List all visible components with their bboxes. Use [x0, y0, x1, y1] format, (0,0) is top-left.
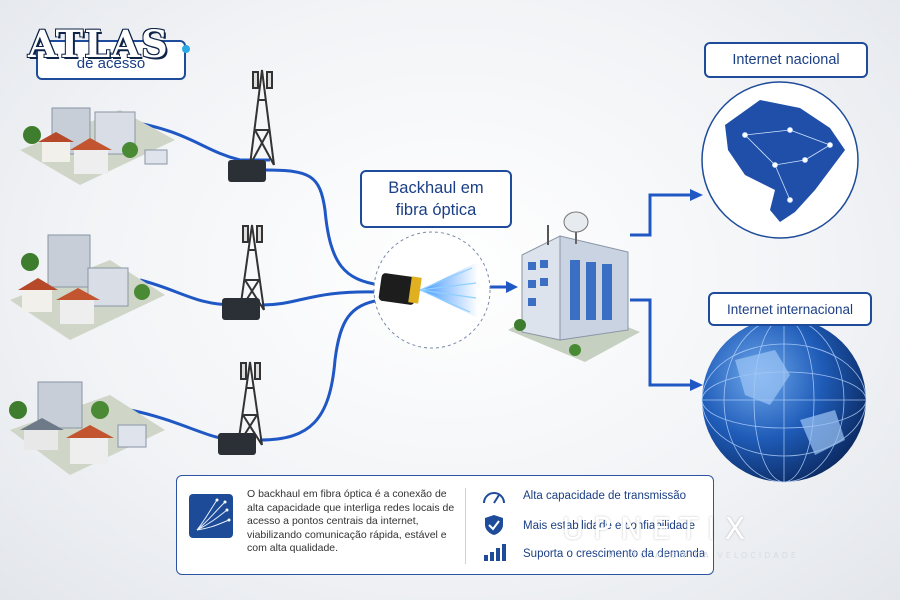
village-3 — [9, 381, 165, 475]
tower-1 — [249, 69, 275, 166]
info-description: O backhaul em fibra óptica é a conexão d… — [247, 488, 455, 554]
globe-icon — [701, 317, 867, 483]
atlas-logo: ATLAS — [28, 22, 169, 66]
tower-3 — [237, 361, 263, 446]
feature-2: Mais estabilidade e confiabilidade — [523, 520, 695, 532]
data-center-building — [508, 211, 640, 362]
upnetix-tagline: MUITO ALÉM DA VELOCIDADE — [608, 551, 799, 560]
switch-1 — [228, 160, 266, 182]
brazil-map-icon — [701, 81, 859, 239]
internet-nacional-label: Internet nacional — [704, 42, 868, 78]
switch-2 — [222, 298, 260, 320]
backhaul-label-line1: Backhaul em — [388, 179, 484, 197]
logo-dot — [182, 45, 190, 53]
internet-internacional-label: Internet internacional — [708, 292, 872, 326]
fiber-strands-icon — [189, 494, 233, 538]
switch-3 — [218, 433, 256, 455]
backhaul-label-line2: fibra óptica — [395, 201, 477, 219]
village-1 — [20, 107, 175, 185]
link-building-internacional — [630, 298, 690, 387]
growth-bars-icon — [481, 542, 507, 562]
arrow-heads — [506, 189, 703, 391]
info-divider — [465, 488, 466, 564]
access-network-label: de acesso — [36, 40, 186, 80]
shield-check-icon — [481, 514, 507, 535]
cell-towers — [237, 69, 275, 446]
arrow-to-nacional — [690, 189, 703, 201]
feature-3: Suporta o crescimento da demanda — [523, 548, 706, 560]
upnetix-watermark: UPNETIX — [562, 512, 755, 547]
info-panel: O backhaul em fibra óptica é a conexão d… — [176, 475, 714, 575]
backhaul-label: Backhaul em fibra óptica — [360, 170, 512, 228]
fiber-links — [119, 118, 690, 442]
link-box2-cable — [261, 290, 381, 307]
link-box3-cable — [259, 298, 381, 442]
arrow-to-building — [506, 281, 518, 293]
feature-1: Alta capacidade de transmissão — [523, 490, 687, 502]
village-2 — [10, 234, 165, 340]
network-switches — [218, 160, 266, 455]
link-box1-cable — [264, 168, 381, 287]
link-building-nacional — [630, 193, 690, 237]
fiber-cable-icon — [373, 231, 491, 349]
tower-2 — [239, 224, 265, 311]
speedometer-icon — [481, 486, 507, 506]
arrow-to-internacional — [690, 379, 703, 391]
